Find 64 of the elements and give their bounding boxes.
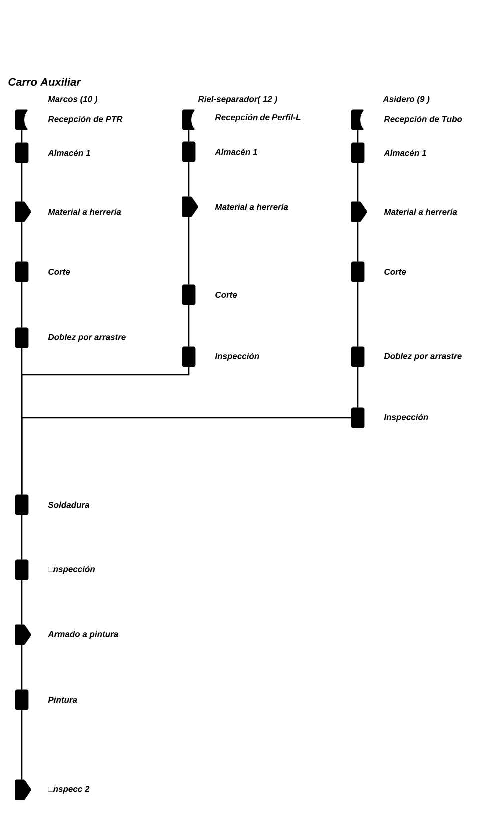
connector-line: [21, 282, 23, 328]
column-heading: Riel-separador( 12 ): [198, 96, 278, 104]
step-label: Corte: [216, 292, 238, 298]
step-label: Material a herrería: [215, 204, 288, 210]
transport-symbol: [182, 196, 198, 218]
connector-line: [188, 162, 190, 197]
connector-line: [21, 417, 352, 495]
step-label: Recepción de Perfil-L: [215, 114, 301, 122]
connector-line: [21, 130, 23, 143]
step-label: Inspección: [384, 414, 428, 422]
operation-square: [182, 284, 196, 306]
connector-line: [21, 515, 23, 560]
operation-square: [182, 142, 196, 162]
step-label: Armado a pintura: [48, 631, 118, 639]
step-label: Soldadura: [48, 502, 90, 508]
receiving-symbol: [351, 110, 364, 130]
step-label: Corte: [48, 269, 70, 275]
operation-square: [351, 262, 365, 282]
transport-symbol: [15, 780, 32, 800]
step-label: Pintura: [48, 696, 78, 704]
connector-line: [357, 222, 359, 262]
step-label: □nspección: [48, 566, 96, 574]
step-label: Almacén 1: [215, 148, 258, 156]
step-label: Corte: [384, 269, 406, 275]
connector-line: [357, 163, 359, 202]
step-label: □nspecc 2: [48, 786, 90, 794]
step-label: Recepción de PTR: [48, 116, 123, 124]
operation-square: [15, 328, 29, 348]
step-label: Inspección: [215, 353, 260, 361]
connector-line: [21, 222, 23, 262]
connector-line: [188, 305, 190, 347]
operation-square: [182, 346, 196, 368]
column-heading: Marcos (10 ): [48, 96, 98, 104]
step-label: Almacén 1: [48, 150, 90, 156]
connector-line: [357, 282, 359, 347]
connector-line: [21, 163, 23, 202]
step-label: Almacén 1: [384, 150, 426, 156]
step-label: Material a herrería: [48, 208, 122, 216]
connector-line: [21, 710, 23, 780]
step-label: Doblez por arrastre: [48, 334, 126, 342]
connector-line: [21, 645, 23, 690]
operation-square: [15, 142, 29, 164]
transport-symbol: [15, 624, 32, 646]
transport-symbol: [15, 202, 32, 222]
connector-line: [357, 367, 359, 408]
receiving-symbol: [15, 110, 28, 130]
connector-line: [188, 217, 190, 285]
diagram-title: Carro Auxiliar: [8, 78, 82, 86]
operation-square: [15, 262, 29, 282]
operation-square: [15, 494, 29, 516]
connector-line: [357, 130, 359, 143]
connector-line: [21, 580, 23, 625]
step-label: Recepción de Tubo: [384, 116, 462, 124]
operation-square: [15, 560, 29, 580]
operation-square: [351, 408, 365, 428]
transport-symbol: [351, 202, 368, 222]
receiving-symbol: [182, 110, 195, 130]
operation-square: [15, 690, 29, 710]
step-label: Material a herrería: [384, 208, 458, 216]
operation-square: [351, 346, 365, 368]
connector-line: [188, 130, 190, 142]
column-heading: Asidero (9 ): [383, 96, 430, 104]
operation-square: [351, 142, 365, 164]
step-label: Doblez por arrastre: [384, 353, 462, 361]
